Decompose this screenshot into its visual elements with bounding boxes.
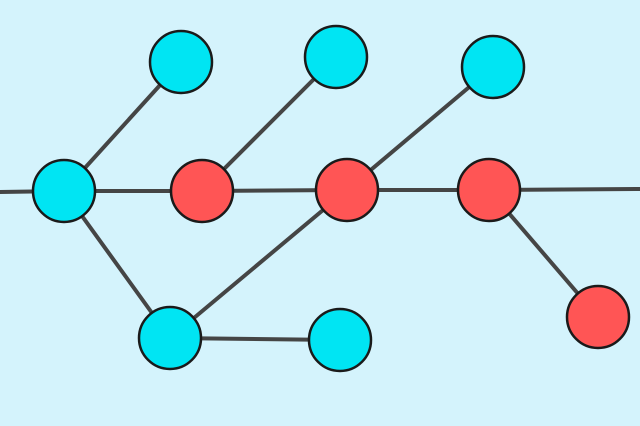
node-red-bottom-right [565,284,631,350]
node-red-center-2 [314,157,380,223]
node-red-center-1 [169,158,235,224]
nodes-layer [31,24,631,373]
node-red-center-3 [456,157,522,223]
node-cyan-hub-left [31,158,97,224]
node-cyan-bottom-left [137,305,203,371]
node-cyan-bottom-right [307,307,373,373]
node-cyan-top-1 [148,29,214,95]
node-cyan-top-2 [303,24,369,90]
node-cyan-top-3 [460,34,526,100]
edge-cyan-bottom-left-to-red-center-2 [168,188,349,340]
